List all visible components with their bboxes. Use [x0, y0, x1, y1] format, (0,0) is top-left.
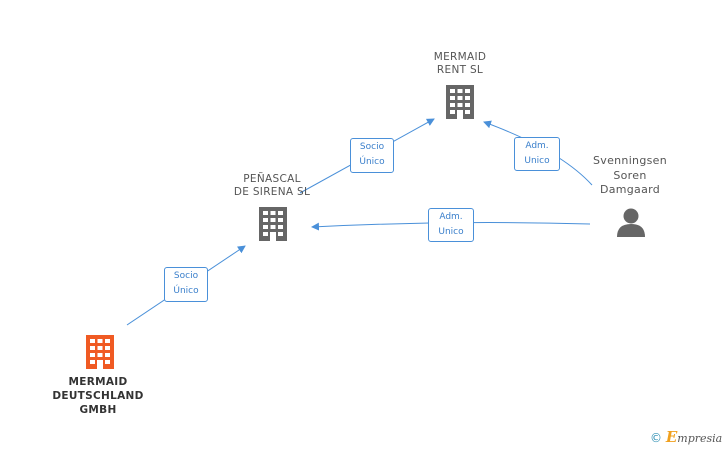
empresia-watermark: © Empresia: [650, 428, 722, 446]
node-label-line: PEÑASCAL: [243, 173, 301, 185]
person-icon: [617, 208, 645, 237]
node-label-svenningsen[interactable]: Svenningsen Soren Damgaard: [580, 154, 680, 198]
edge-label-line: Adm.: [439, 212, 463, 222]
edge-label-line: Socio: [173, 271, 199, 281]
edge-label-svenningsen-rent[interactable]: Adm. Unico: [514, 137, 560, 171]
node-label-mermaid-rent[interactable]: MERMAID RENT SL: [418, 51, 502, 77]
node-label-line: MERMAID: [68, 376, 128, 388]
node-label-line: DE SIRENA SL: [233, 186, 311, 198]
empresia-logo-icon: E: [665, 428, 678, 446]
building-icon: [86, 335, 114, 369]
edge-label-line: Único: [173, 286, 199, 296]
node-label-line: Svenningsen: [593, 154, 667, 167]
building-icon: [259, 207, 287, 241]
building-icon: [446, 85, 474, 119]
edge-label-deutschland-penascal[interactable]: Socio Único: [164, 267, 208, 302]
edge-label-line: Adm.: [525, 141, 549, 151]
edge-label-line: Socio: [359, 142, 385, 152]
node-label-line: Soren: [613, 168, 647, 182]
edge-label-line: Unico: [438, 227, 464, 237]
edge-label-svenningsen-penascal[interactable]: Adm. Unico: [428, 208, 474, 242]
node-label-mermaid-deutschland[interactable]: MERMAID DEUTSCHLAND GMBH: [48, 375, 148, 417]
copyright-symbol: ©: [650, 431, 662, 445]
node-label-line: RENT SL: [436, 64, 484, 76]
edge-label-penascal-rent[interactable]: Socio Único: [350, 138, 394, 173]
brand-text: mpresia: [677, 432, 723, 445]
node-label-line: GMBH: [79, 404, 117, 416]
node-label-line: DEUTSCHLAND: [52, 390, 144, 402]
edge-label-line: Único: [359, 157, 385, 167]
node-label-line: Damgaard: [599, 183, 661, 196]
node-label-line: MERMAID: [433, 51, 487, 63]
node-label-penascal[interactable]: PEÑASCAL DE SIRENA SL: [222, 173, 322, 199]
edge-label-line: Unico: [524, 156, 550, 166]
